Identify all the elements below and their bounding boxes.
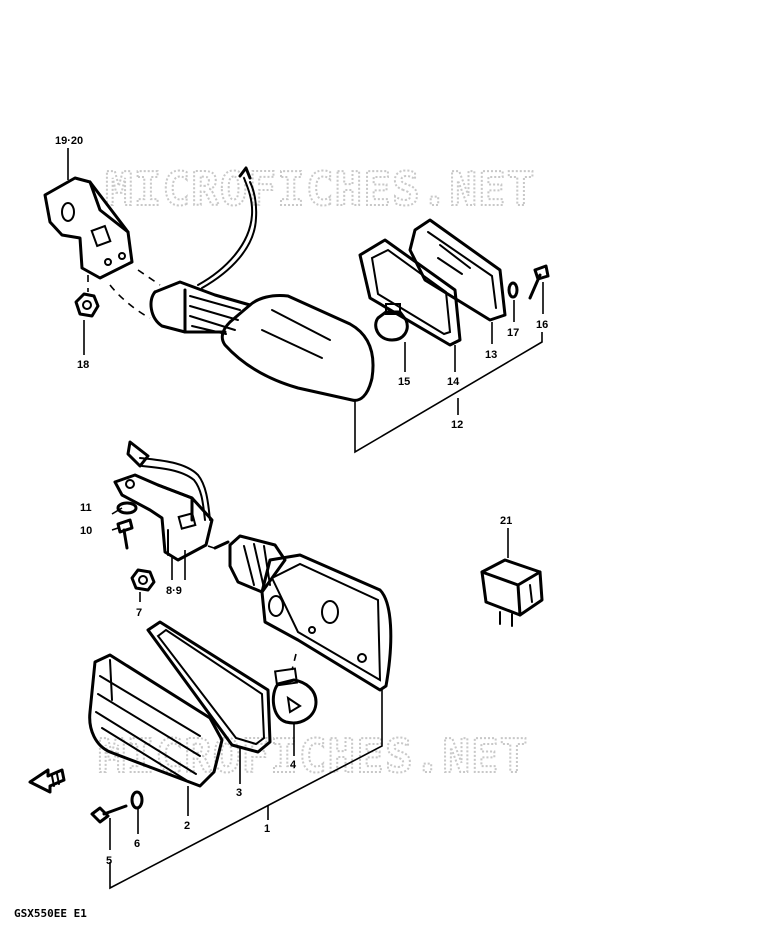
callout-15: 15 (398, 376, 410, 388)
callout-5: 5 (106, 855, 112, 867)
upper-assembly-bracket (354, 332, 543, 454)
upper-assembly-line (137, 269, 161, 286)
lower-lens-gasket (146, 620, 272, 754)
callout-17: 17 (507, 327, 519, 339)
callout-16: 16 (536, 319, 548, 331)
callout-6: 6 (134, 838, 140, 850)
lower-wire (126, 440, 211, 521)
upper-lens-gasket (358, 238, 462, 347)
callout-2: 2 (184, 820, 190, 832)
callout-7: 7 (136, 607, 142, 619)
lower-washer (116, 501, 138, 515)
upper-bulb (374, 303, 409, 342)
callout-8-9: 8·9 (166, 585, 182, 597)
relay (480, 558, 544, 627)
upper-turn-signal-body (149, 280, 375, 402)
lower-bulb (271, 667, 318, 725)
watermark-bottom: MICROFICHES.NET (98, 729, 528, 783)
lower-bracket (113, 473, 214, 562)
callout-19-20: 19·20 (55, 135, 83, 147)
lower-turn-signal-body (213, 534, 393, 692)
upper-lens (408, 218, 507, 322)
forward-arrow-icon (28, 768, 66, 794)
callout-18: 18 (77, 359, 89, 371)
upper-screw (528, 264, 550, 300)
upper-bracket (43, 176, 134, 280)
lower-assembly-bracket (109, 690, 383, 890)
callout-1: 1 (264, 823, 270, 835)
lower-lens (88, 653, 224, 788)
upper-wire (197, 166, 258, 289)
lower-washer-6 (130, 790, 144, 810)
lower-nut (130, 568, 156, 592)
callout-10: 10 (80, 525, 92, 537)
callout-12: 12 (451, 419, 463, 431)
callout-14: 14 (447, 376, 460, 388)
watermark-top: MICROFICHES.NET (105, 162, 535, 216)
callout-21: 21 (500, 515, 512, 527)
lower-screw (116, 518, 134, 550)
callout-13: 13 (485, 349, 497, 361)
lower-screw-5 (90, 804, 128, 824)
upper-washer (507, 281, 519, 299)
upper-nut (74, 292, 100, 318)
callout-3: 3 (236, 787, 242, 799)
callout-4: 4 (290, 759, 297, 771)
diagram-code: GSX550EE E1 (14, 907, 87, 920)
callout-11: 11 (80, 502, 92, 514)
